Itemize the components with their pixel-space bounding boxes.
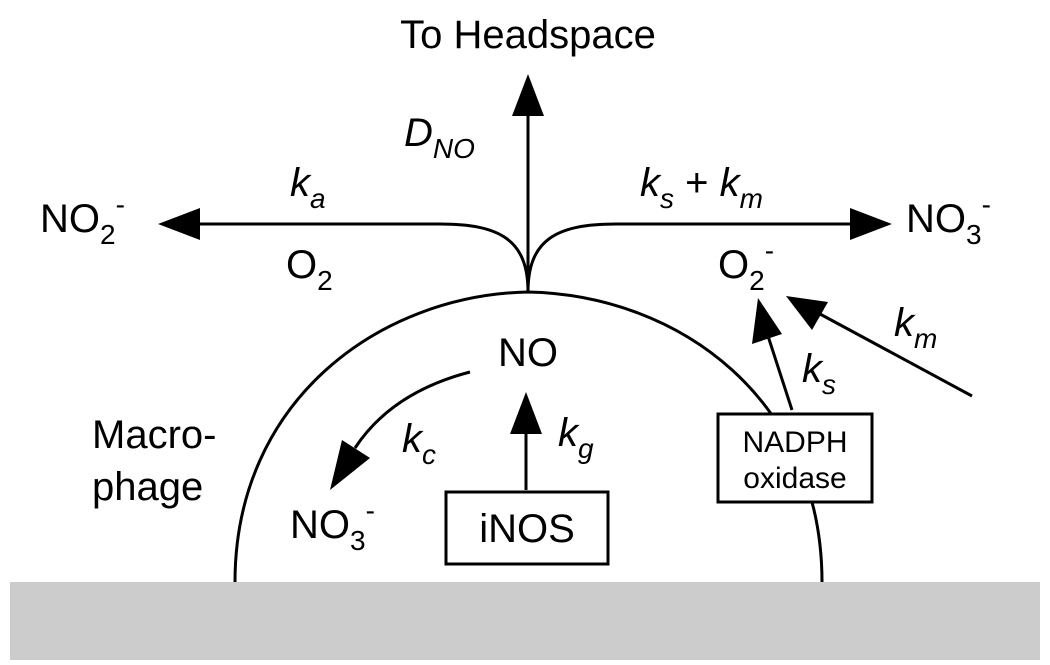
arrowhead-headspace: [512, 74, 544, 116]
rate-ka-label: ka: [290, 161, 326, 214]
inos-box: [444, 490, 610, 566]
rate-kg-label: kg: [558, 411, 594, 464]
arrowhead-inner-nitrate: [330, 440, 370, 490]
arrow-no-to-inner-nitrate: [353, 370, 471, 449]
diffusion-rate-label: DNO: [404, 111, 475, 164]
nitrate-right-label: NO3-: [906, 189, 991, 250]
nadph-oxidase-label-line2: oxidase: [743, 462, 846, 495]
macrophage-label-line2: phage: [92, 465, 203, 509]
inos-label: iNOS: [479, 507, 575, 551]
nadph-oxidase-label-line1: NADPH: [742, 426, 847, 459]
rate-kc-label: kc: [402, 417, 436, 470]
arrow-to-nitrate: [526, 222, 850, 293]
oxygen-label: O2: [286, 243, 333, 296]
arrowhead-superoxide-ks: [752, 298, 782, 344]
rate-ks-label: ks: [802, 347, 836, 400]
arrowhead-nitrate: [850, 208, 892, 240]
arrowhead-nitrite: [158, 208, 200, 240]
macrophage-label-line1: Macro-: [92, 413, 216, 457]
arrow-external-km: [819, 312, 973, 398]
substrate-surface: [10, 582, 1040, 660]
headspace-label: To Headspace: [400, 13, 656, 57]
nitrate-inner-label: NO3-: [290, 495, 375, 556]
nadph-oxidase-box: [716, 412, 874, 504]
rate-km-label: km: [894, 301, 937, 354]
arrow-nadph-to-superoxide: [766, 335, 794, 411]
nitrite-label: NO2-: [40, 189, 125, 250]
arrowhead-superoxide-km: [786, 296, 828, 330]
arrowhead-no: [510, 392, 542, 434]
rate-ks-plus-km-label: ks + km: [640, 161, 763, 214]
nitric-oxide-label: NO: [498, 331, 558, 375]
arrow-to-nitrite: [200, 222, 530, 293]
superoxide-label: O2-: [718, 235, 774, 296]
